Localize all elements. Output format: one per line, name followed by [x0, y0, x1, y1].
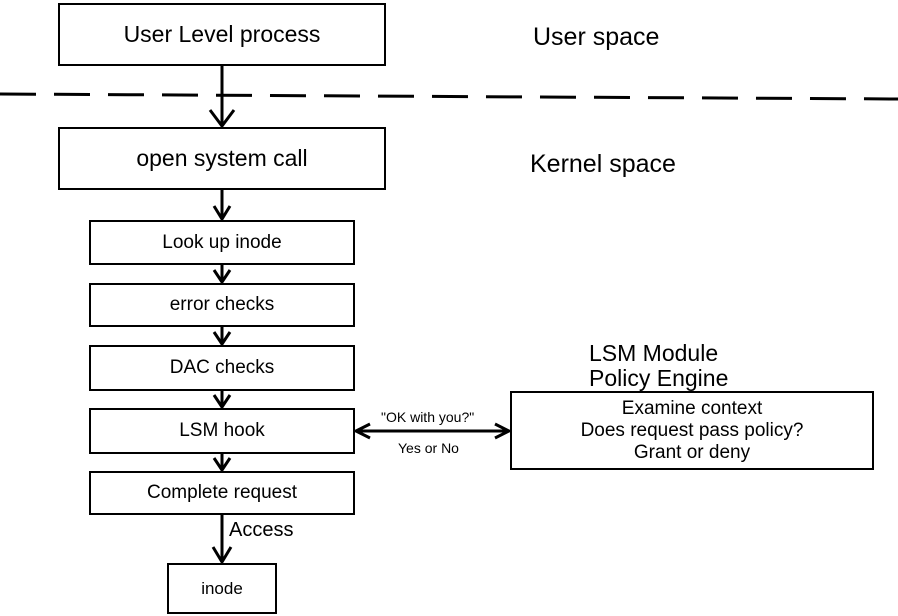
complete-request-box: Complete request	[89, 471, 355, 515]
arrow-error-to-dac	[212, 327, 232, 347]
lookup-inode-label: Look up inode	[162, 231, 282, 253]
lsm-hook-label: LSM hook	[179, 420, 265, 441]
arrow-hook-to-complete	[212, 454, 232, 473]
lsm-module-title-line2: Policy Engine	[589, 365, 729, 391]
lsm-hook-box: LSM hook	[89, 408, 355, 454]
user-level-process-box: User Level process	[58, 3, 386, 66]
complete-request-label: Complete request	[147, 482, 297, 503]
arrow-lookup-to-error	[212, 265, 232, 285]
user-level-process-label: User Level process	[123, 21, 321, 47]
arrow-user-to-open	[208, 66, 236, 129]
lookup-inode-box: Look up inode	[89, 220, 355, 265]
lsm-module-title-line1: LSM Module	[589, 340, 719, 366]
open-system-call-label: open system call	[136, 145, 308, 171]
error-checks-label: error checks	[169, 294, 275, 315]
open-system-call-box: open system call	[58, 127, 386, 190]
user-kernel-boundary	[0, 92, 898, 101]
dac-checks-label: DAC checks	[169, 357, 275, 378]
policy-line-grant: Grant or deny	[633, 441, 751, 463]
policy-line-pass: Does request pass policy?	[580, 419, 804, 441]
kernel-space-label: Kernel space	[530, 150, 676, 178]
access-label: Access	[229, 519, 294, 541]
arrow-open-to-lookup	[212, 190, 232, 222]
arrow-hook-policy-bidirectional	[352, 422, 513, 440]
user-space-label: User space	[533, 23, 660, 51]
lsm-module-title: LSM Module Policy Engine	[589, 341, 728, 391]
error-checks-box: error checks	[89, 283, 355, 327]
answer-label: Yes or No	[398, 440, 459, 456]
inode-label: inode	[201, 578, 243, 598]
arrow-complete-to-inode	[211, 515, 233, 565]
arrow-dac-to-hook	[212, 391, 232, 410]
dac-checks-box: DAC checks	[89, 345, 355, 391]
policy-engine-box: Examine context Does request pass policy…	[510, 391, 874, 470]
inode-box: inode	[167, 563, 277, 614]
policy-line-examine: Examine context	[621, 397, 763, 419]
query-label: "OK with you?"	[381, 409, 475, 425]
